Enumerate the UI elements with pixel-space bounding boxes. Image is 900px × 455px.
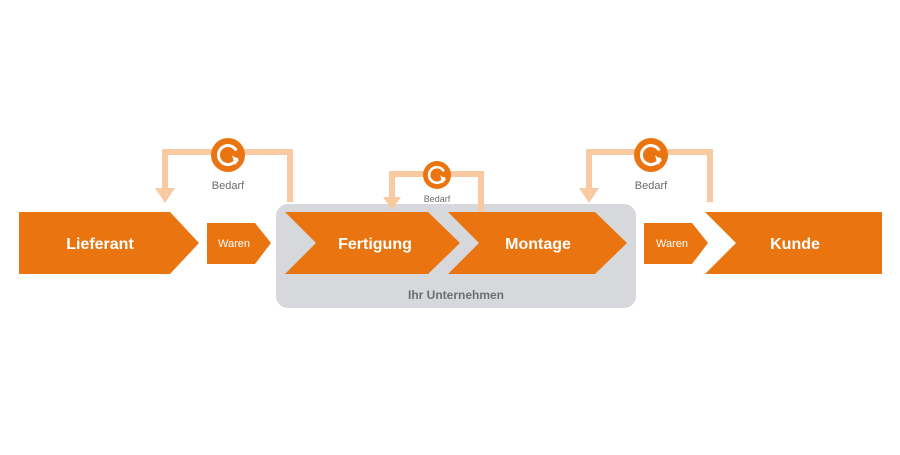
goods-arrow-left: Waren xyxy=(207,223,271,264)
node-montage: Montage xyxy=(448,212,627,274)
refresh-icon xyxy=(634,138,668,172)
node-lieferant: Lieferant xyxy=(19,212,199,274)
goods-label: Waren xyxy=(656,238,688,250)
node-fertigung: Fertigung xyxy=(285,212,460,274)
goods-arrow-right: Waren xyxy=(644,223,708,264)
lieferant-label: Lieferant xyxy=(66,236,134,253)
demand-label-middle: Bedarf xyxy=(424,194,451,204)
loop-arrowhead xyxy=(579,188,599,203)
kunde-label: Kunde xyxy=(770,236,820,253)
montage-shape xyxy=(448,212,627,274)
refresh-icon xyxy=(423,161,451,189)
loop-arrowhead xyxy=(383,197,401,210)
lieferant-shape xyxy=(19,212,199,274)
fertigung-label: Fertigung xyxy=(338,236,412,253)
kunde-shape xyxy=(705,212,882,274)
goods-shape xyxy=(644,223,708,264)
refresh-icon xyxy=(211,138,245,172)
node-kunde: Kunde xyxy=(705,212,882,274)
demand-label-left: Bedarf xyxy=(212,180,245,192)
company-label: Ihr Unternehmen xyxy=(408,288,504,302)
loop-arrowhead xyxy=(155,188,175,203)
demand-label-right: Bedarf xyxy=(635,180,668,192)
fertigung-shape xyxy=(285,212,460,274)
montage-label: Montage xyxy=(505,236,571,253)
goods-shape xyxy=(207,223,271,264)
goods-label: Waren xyxy=(218,238,250,250)
